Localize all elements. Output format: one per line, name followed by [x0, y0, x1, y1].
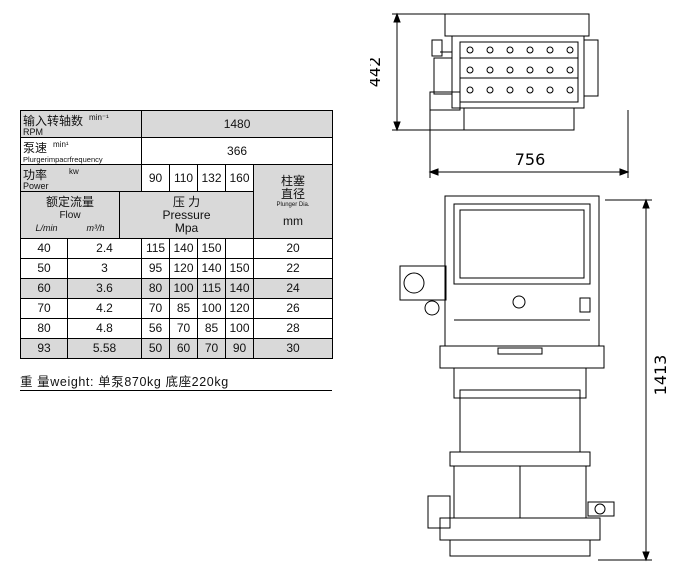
- flow-lmin-cell: 60: [20, 278, 68, 299]
- pressure-cell: 140: [169, 238, 199, 259]
- pressure-header: 压 力 Pressure Mpa: [118, 191, 255, 239]
- bolt: [506, 66, 514, 74]
- flow-m3h-cell: 4.8: [66, 318, 143, 339]
- pressure-cell: 80: [141, 278, 171, 299]
- dim-width: [428, 110, 630, 178]
- bolt: [486, 86, 494, 94]
- pressure-cell: 85: [169, 298, 199, 319]
- pump-drawing: 442 756 1413: [370, 12, 670, 562]
- bolt: [546, 86, 554, 94]
- flow-lmin-cell: 80: [20, 318, 68, 339]
- side-view-pump: [399, 195, 615, 557]
- top-view-bolts: [466, 46, 574, 94]
- power-value: 90: [141, 164, 171, 192]
- pressure-cell: 90: [225, 338, 255, 359]
- bolt: [486, 66, 494, 74]
- flow-m3h-cell: 3: [66, 258, 143, 279]
- plunger-header: 柱塞 直径 Plunger Dia. mm: [253, 164, 334, 239]
- bolt: [486, 46, 494, 54]
- power-value: 160: [225, 164, 255, 192]
- pressure-cell: 100: [225, 318, 255, 339]
- flow-lmin-cell: 50: [20, 258, 68, 279]
- flow-m3h-cell: 5.58: [66, 338, 143, 359]
- bolt: [566, 46, 574, 54]
- bolt: [566, 86, 574, 94]
- bolt: [526, 86, 534, 94]
- pressure-cell: 150: [197, 238, 227, 259]
- speed-value: 1480: [141, 110, 334, 138]
- pressure-cell: 100: [169, 278, 199, 299]
- weight-divider: [20, 390, 332, 391]
- plunger-dia-cell: 26: [253, 298, 334, 319]
- pressure-cell: 50: [141, 338, 171, 359]
- bolt: [526, 46, 534, 54]
- plunger-dia-cell: 20: [253, 238, 334, 259]
- top-view-pump: [429, 13, 599, 131]
- pressure-cell: 70: [197, 338, 227, 359]
- pressure-cell: 140: [225, 278, 255, 299]
- pressure-cell: 120: [169, 258, 199, 279]
- flow-lmin-cell: 70: [20, 298, 68, 319]
- bolt: [566, 66, 574, 74]
- pressure-cell: 140: [197, 258, 227, 279]
- flow-m3h-cell: 3.6: [66, 278, 143, 299]
- dim-length: [598, 198, 652, 562]
- pressure-cell: [225, 238, 255, 259]
- pressure-cell: 95: [141, 258, 171, 279]
- pressure-cell: 56: [141, 318, 171, 339]
- flow-lmin-cell: 93: [20, 338, 68, 359]
- pressure-cell: 150: [225, 258, 255, 279]
- pressure-cell: 115: [197, 278, 227, 299]
- plunger-dia-cell: 30: [253, 338, 334, 359]
- pressure-cell: 70: [169, 318, 199, 339]
- pressure-cell: 70: [141, 298, 171, 319]
- pressure-cell: 100: [197, 298, 227, 319]
- dim-height-top: [392, 12, 465, 132]
- bolt: [506, 86, 514, 94]
- pressure-cell: 85: [197, 318, 227, 339]
- bolt: [466, 66, 474, 74]
- bolt: [526, 66, 534, 74]
- bolt: [466, 86, 474, 94]
- pressure-cell: 60: [169, 338, 199, 359]
- plunger-dia-cell: 22: [253, 258, 334, 279]
- flow-m3h-cell: 4.2: [66, 298, 143, 319]
- bolt: [466, 46, 474, 54]
- dim-label-1413: 1413: [651, 355, 670, 396]
- power-value: 132: [197, 164, 227, 192]
- dim-label-756: 756: [515, 150, 546, 169]
- bolt: [546, 66, 554, 74]
- frequency-value: 366: [141, 137, 334, 165]
- plunger-dia-cell: 28: [253, 318, 334, 339]
- power-value: 110: [169, 164, 199, 192]
- pressure-cell: 120: [225, 298, 255, 319]
- plunger-dia-cell: 24: [253, 278, 334, 299]
- flow-lmin-cell: 40: [20, 238, 68, 259]
- pressure-cell: 115: [141, 238, 171, 259]
- bolt: [546, 46, 554, 54]
- weight-note: 重 量weight: 单泵870kg 底座220kg: [20, 375, 229, 389]
- bolt: [506, 46, 514, 54]
- flow-m3h-cell: 2.4: [66, 238, 143, 259]
- dim-label-442: 442: [370, 57, 384, 88]
